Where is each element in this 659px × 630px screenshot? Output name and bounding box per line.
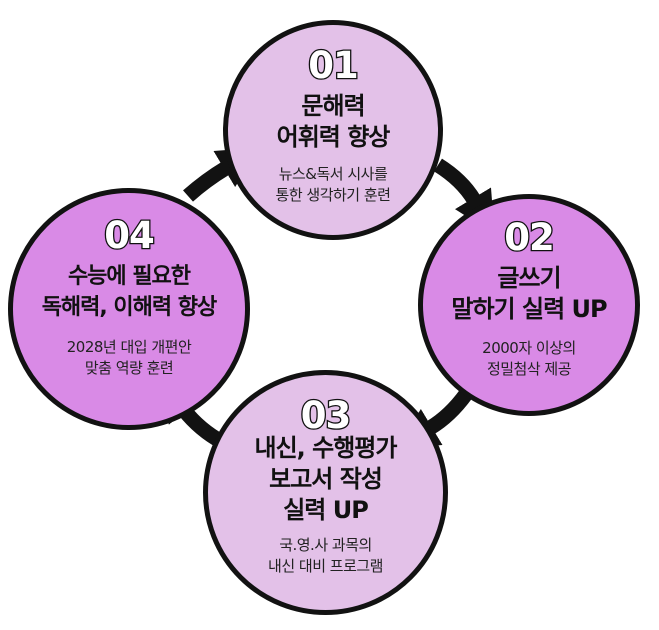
- arrow-4-to-1: [183, 147, 261, 202]
- step-title-line: 실력 UP: [283, 496, 369, 524]
- step-number: 01: [307, 44, 360, 87]
- step-desc-line: 맞춤 역량 훈련: [84, 359, 174, 377]
- step-title: 내신, 수행평가 보고서 작성 실력 UP: [208, 433, 443, 526]
- step-04-circle: 04 수능에 필요한 독해력, 이해력 향상 2028년 대입 개편안 맞춤 역…: [8, 188, 250, 430]
- step-desc-line: 2000자 이상의: [482, 339, 576, 357]
- step-desc-line: 내신 대비 프로그램: [268, 557, 383, 575]
- step-title-line: 어휘력 향상: [276, 123, 391, 151]
- step-title-line: 수능에 필요한: [67, 264, 191, 289]
- step-description: 뉴스&독서 시사를 통한 생각하기 훈련: [228, 164, 438, 206]
- step-desc-line: 정밀첨삭 제공: [486, 360, 572, 378]
- step-number: 04: [103, 214, 156, 257]
- step-description: 국.영.사 과목의 내신 대비 프로그램: [208, 535, 443, 577]
- step-title-line: 보고서 작성: [269, 465, 383, 493]
- step-title-line: 글쓰기: [497, 264, 561, 292]
- step-desc-line: 뉴스&독서 시사를: [278, 165, 388, 183]
- step-03-circle: 03 내신, 수행평가 보고서 작성 실력 UP 국.영.사 과목의 내신 대비…: [203, 370, 448, 615]
- step-title: 수능에 필요한 독해력, 이해력 향상: [13, 261, 245, 323]
- step-desc-line: 2028년 대입 개편안: [66, 338, 192, 356]
- step-desc-line: 통한 생각하기 훈련: [275, 186, 391, 204]
- step-title: 글쓰기 말하기 실력 UP: [423, 263, 635, 325]
- step-description: 2028년 대입 개편안 맞춤 역량 훈련: [13, 337, 245, 379]
- step-number: 02: [503, 216, 556, 259]
- step-title-line: 문해력: [301, 92, 365, 120]
- step-01-circle: 01 문해력 어휘력 향상 뉴스&독서 시사를 통한 생각하기 훈련: [223, 20, 443, 240]
- step-description: 2000자 이상의 정밀첨삭 제공: [423, 338, 635, 380]
- arrow-1-to-2: [433, 158, 495, 235]
- step-title-line: 말하기 실력 UP: [451, 295, 607, 323]
- step-title-line: 독해력, 이해력 향상: [41, 295, 218, 320]
- step-number: 03: [299, 394, 352, 437]
- arrow-2-to-3: [395, 389, 473, 449]
- step-title: 문해력 어휘력 향상: [228, 91, 438, 153]
- step-02-circle: 02 글쓰기 말하기 실력 UP 2000자 이상의 정밀첨삭 제공: [418, 194, 640, 416]
- step-title-line: 내신, 수행평가: [254, 434, 398, 462]
- step-desc-line: 국.영.사 과목의: [279, 536, 372, 554]
